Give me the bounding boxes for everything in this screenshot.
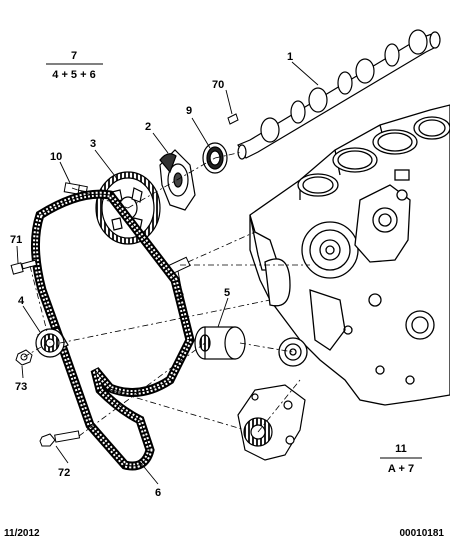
engine-block — [249, 104, 450, 406]
pulley-bolt — [63, 182, 88, 195]
camshaft — [237, 29, 441, 160]
callout-73: 73 — [15, 381, 27, 393]
group-11-formula: A + 7 — [388, 463, 414, 475]
footer-reference: 00010181 — [399, 528, 445, 539]
oil-seal — [202, 142, 228, 174]
roller-bolt — [39, 430, 81, 447]
water-pump — [237, 384, 306, 461]
group-7-kit-label: 7 4 + 5 + 6 — [46, 50, 103, 81]
callout-2: 2 — [145, 121, 151, 133]
callout-71: 71 — [10, 234, 22, 246]
group-11-number: 11 — [395, 443, 407, 455]
roller-nut — [15, 349, 33, 366]
camshaft-key — [227, 113, 239, 125]
callout-72: 72 — [58, 467, 70, 479]
callout-10: 10 — [50, 151, 62, 163]
footer-date: 11/2012 — [4, 528, 40, 539]
callout-70: 70 — [212, 79, 224, 91]
group-7-formula: 4 + 5 + 6 — [52, 69, 95, 81]
callout-6: 6 — [155, 487, 161, 499]
leader-lines — [16, 61, 319, 485]
callout-4: 4 — [18, 295, 25, 307]
timing-belt — [30, 189, 195, 471]
idler-roller — [194, 326, 246, 360]
callout-1: 1 — [287, 51, 293, 63]
assembly-guide-lines — [23, 151, 310, 437]
callout-3: 3 — [90, 138, 96, 150]
group-7-number: 7 — [71, 50, 77, 62]
callout-9: 9 — [186, 105, 192, 117]
callout-5: 5 — [224, 287, 230, 299]
group-11-kit-label: 11 A + 7 — [380, 443, 422, 475]
callout-8: 8 — [178, 291, 184, 303]
roller-stud — [10, 259, 38, 275]
callout-labels: 1 70 9 2 3 10 71 4 73 8 5 6 72 — [10, 51, 293, 499]
